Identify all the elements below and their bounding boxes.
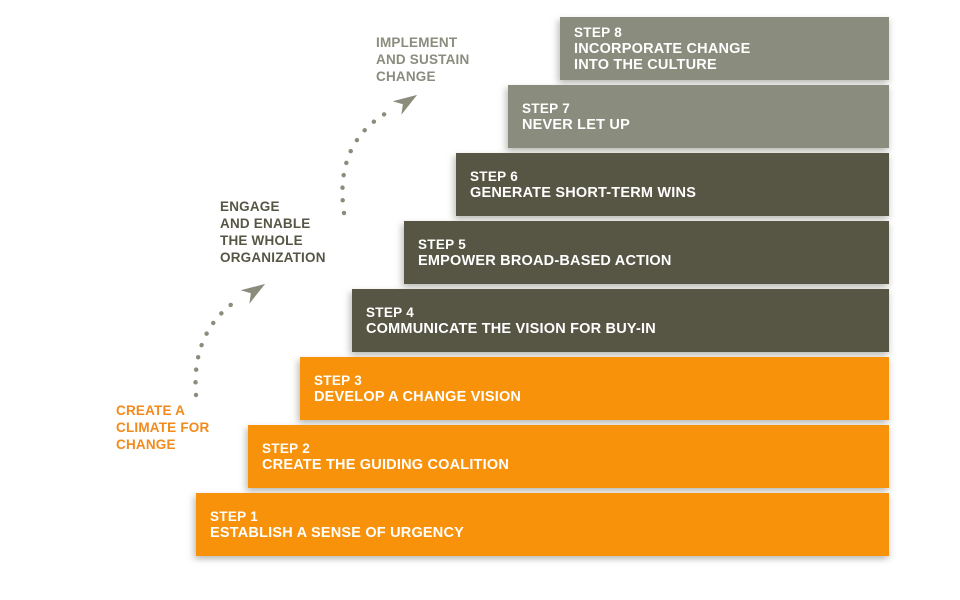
step-title-label: DEVELOP A CHANGE VISION <box>314 388 522 405</box>
step-4-bar: STEP 4 COMMUNICATE THE VISION FOR BUY-IN <box>352 289 889 352</box>
step-title-label: CREATE THE GUIDING COALITION <box>262 456 509 473</box>
step-title-label: ESTABLISH A SENSE OF URGENCY <box>210 524 465 541</box>
step-2-bar: STEP 2 CREATE THE GUIDING COALITION <box>248 425 889 488</box>
step-number-label: STEP 6 <box>470 168 519 184</box>
step-6-bar: STEP 6 GENERATE SHORT-TERM WINS <box>456 153 889 216</box>
phase-label-implement-sustain: IMPLEMENT AND SUSTAIN CHANGE <box>376 35 470 84</box>
step-number-label: STEP 3 <box>314 372 363 388</box>
step-number-label: STEP 2 <box>262 440 311 456</box>
step-1-bar: STEP 1 ESTABLISH A SENSE OF URGENCY <box>196 493 889 556</box>
step-title-label: COMMUNICATE THE VISION FOR BUY-IN <box>366 320 656 337</box>
step-number-label: STEP 5 <box>418 236 467 252</box>
step-title-label: NEVER LET UP <box>522 116 630 133</box>
phase-label-engage-enable: ENGAGE AND ENABLE THE WHOLE ORGANIZATION <box>220 199 326 265</box>
step-number-label: STEP 7 <box>522 100 571 116</box>
step-number-label: STEP 4 <box>366 304 415 320</box>
step-number-label: STEP 1 <box>210 508 259 524</box>
step-5-bar: STEP 5 EMPOWER BROAD-BASED ACTION <box>404 221 889 284</box>
step-3-bar: STEP 3 DEVELOP A CHANGE VISION <box>300 357 889 420</box>
step-8-bar: STEP 8 INCORPORATE CHANGE INTO THE CULTU… <box>560 17 889 80</box>
step-title-label: GENERATE SHORT-TERM WINS <box>470 184 697 201</box>
dotted-arrow-lower-icon <box>193 283 266 398</box>
phase-label-create-climate: CREATE A CLIMATE FOR CHANGE <box>116 403 210 452</box>
step-7-bar: STEP 7 NEVER LET UP <box>508 85 889 148</box>
step-title-label: EMPOWER BROAD-BASED ACTION <box>418 252 672 269</box>
step-number-label: STEP 8 <box>574 24 623 40</box>
step-title-label: INCORPORATE CHANGE INTO THE CULTURE <box>574 40 751 73</box>
dotted-arrow-upper-icon <box>340 94 418 216</box>
